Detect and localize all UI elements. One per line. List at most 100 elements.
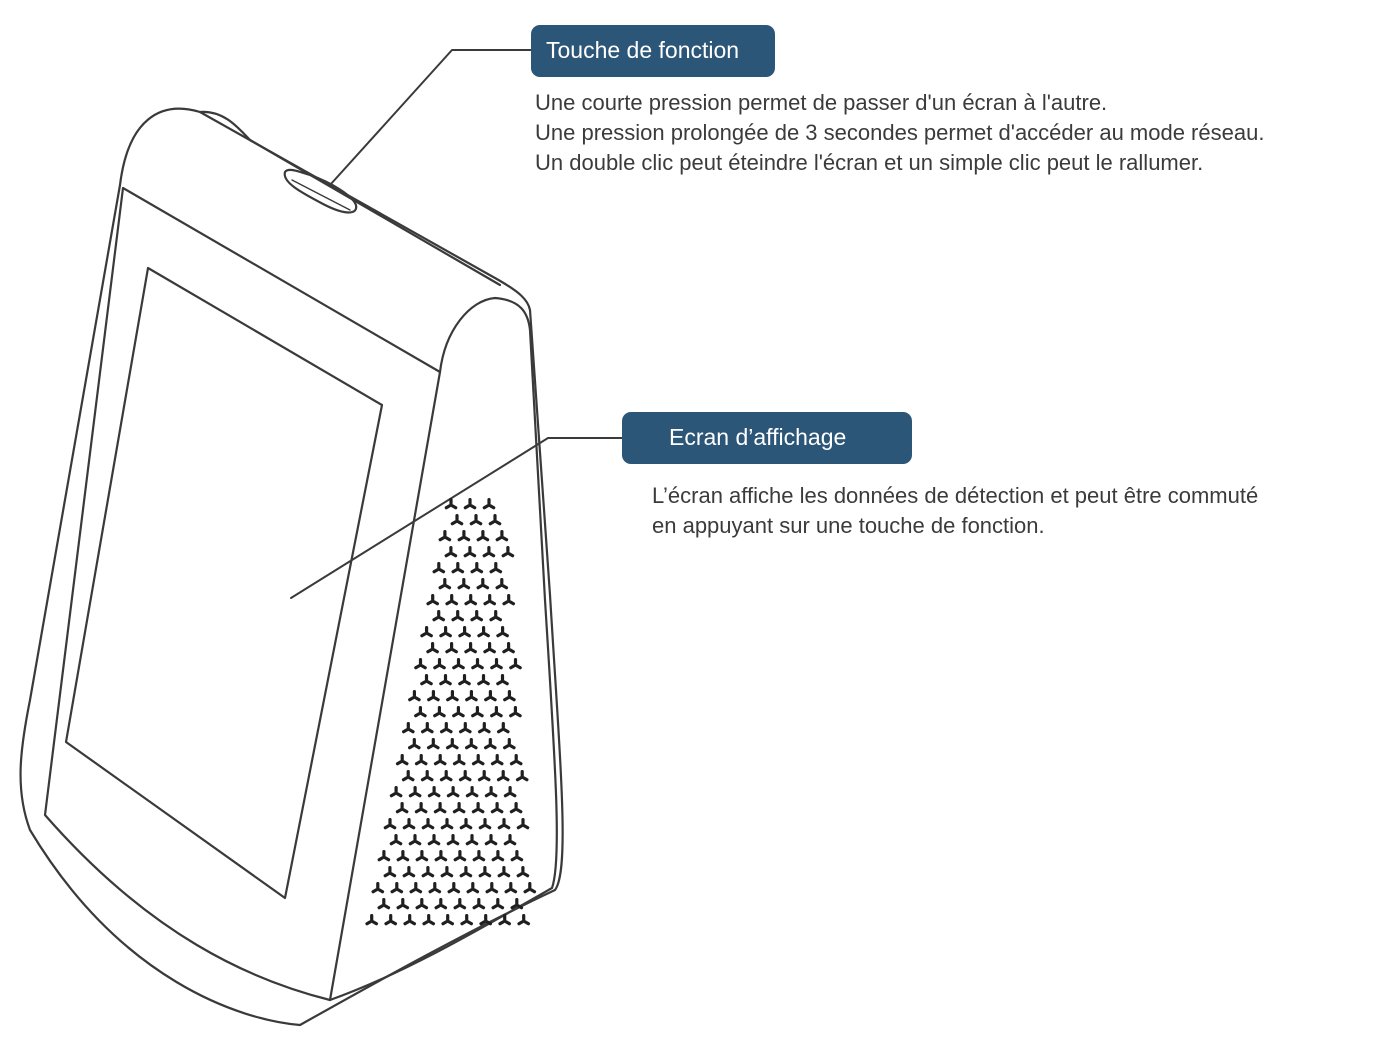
- vent-hole: [482, 498, 496, 510]
- vent-hole: [439, 674, 452, 686]
- vent-hole: [476, 578, 490, 590]
- vent-hole: [422, 914, 436, 926]
- vent-hole: [440, 866, 454, 878]
- vent-hole: [496, 770, 510, 782]
- vent-hole: [439, 770, 453, 782]
- vent-hole: [371, 882, 385, 894]
- vent-hole: [458, 674, 471, 686]
- vent-hole: [447, 882, 461, 894]
- vent-hole: [496, 674, 509, 686]
- vent-hole: [463, 546, 477, 558]
- vent-hole: [408, 690, 421, 702]
- vent-hole: [465, 786, 479, 798]
- vent-hole: [421, 818, 435, 830]
- vent-hole: [463, 498, 477, 510]
- vent-hole: [414, 754, 428, 766]
- vent-hole: [432, 562, 446, 574]
- vent-hole: [453, 898, 467, 910]
- vent-hole: [434, 898, 448, 910]
- vent-hole: [415, 850, 429, 862]
- vent-hole: [498, 914, 512, 926]
- vent-hole: [365, 914, 379, 926]
- function-key-leader-line: [329, 49, 532, 186]
- vent-hole: [390, 882, 404, 894]
- front-bezel-outline: [43, 186, 442, 1002]
- vent-hole: [452, 754, 466, 766]
- vent-hole: [459, 866, 473, 878]
- vent-hole: [489, 610, 503, 622]
- vent-hole: [510, 898, 524, 910]
- vent-hole: [421, 866, 435, 878]
- vent-hole: [389, 834, 403, 846]
- vent-hole: [472, 898, 486, 910]
- vent-hole: [432, 610, 446, 622]
- vent-hole: [396, 850, 410, 862]
- vent-hole: [490, 802, 504, 814]
- vent-hole: [479, 914, 493, 926]
- front-body-outline: [19, 107, 564, 1027]
- vent-hole: [496, 722, 510, 734]
- vent-hole: [470, 562, 484, 574]
- vent-hole: [523, 882, 537, 894]
- display-screen-description-line: L’écran affiche les données de détection…: [652, 483, 1259, 508]
- vent-hole: [469, 514, 483, 526]
- vent-hole: [408, 786, 422, 798]
- function-key-description-line: Une pression prolongée de 3 secondes per…: [535, 120, 1265, 145]
- vent-hole: [464, 594, 478, 606]
- vent-hole: [450, 514, 464, 526]
- vent-hole: [509, 706, 522, 718]
- vent-hole: [502, 642, 515, 654]
- vent-hole: [477, 770, 491, 782]
- vent-hole: [452, 802, 466, 814]
- vent-hole: [444, 498, 458, 510]
- vent-hole: [446, 786, 460, 798]
- vent-hole: [509, 658, 522, 670]
- vent-hole: [509, 754, 523, 766]
- vent-hole: [401, 722, 415, 734]
- vent-hole: [458, 626, 471, 638]
- vent-hole: [439, 722, 453, 734]
- side-panel-curve: [328, 296, 558, 1002]
- vent-hole: [504, 882, 518, 894]
- vent-hole: [439, 626, 452, 638]
- vent-hole: [497, 818, 511, 830]
- vent-hole: [445, 738, 459, 750]
- vent-hole: [420, 626, 433, 638]
- vent-hole: [502, 594, 516, 606]
- vent-hole: [427, 786, 441, 798]
- vent-hole: [495, 530, 509, 542]
- function-key-description-line: Un double clic peut éteindre l'écran et …: [535, 150, 1204, 175]
- vent-hole: [451, 610, 465, 622]
- vent-hole: [503, 690, 516, 702]
- vent-hole: [402, 866, 416, 878]
- vent-hole: [395, 802, 409, 814]
- vent-hole: [510, 850, 524, 862]
- vent-hole: [470, 610, 484, 622]
- vent-hole: [517, 914, 531, 926]
- vent-hole: [457, 530, 471, 542]
- vent-hole: [484, 786, 498, 798]
- vent-hole: [428, 882, 442, 894]
- vent-hole: [414, 706, 427, 718]
- vent-hole: [433, 658, 446, 670]
- vent-hole: [490, 706, 503, 718]
- vent-hole: [477, 626, 490, 638]
- vent-hole: [482, 546, 496, 558]
- vent-hole: [414, 658, 427, 670]
- vent-hole: [502, 738, 516, 750]
- vent-hole: [478, 866, 492, 878]
- vent-hole: [452, 658, 465, 670]
- vent-hole: [488, 514, 502, 526]
- vent-hole: [445, 594, 459, 606]
- vent-hole: [491, 898, 505, 910]
- vent-hole: [483, 738, 497, 750]
- vent-hole: [445, 642, 458, 654]
- vent-hole: [472, 850, 486, 862]
- vent-hole: [459, 818, 473, 830]
- function-key-description: Une courte pression permet de passer d'u…: [535, 88, 1264, 178]
- vent-hole: [483, 594, 497, 606]
- vent-hole: [441, 914, 455, 926]
- vent-hole: [426, 642, 439, 654]
- vent-hole: [414, 802, 428, 814]
